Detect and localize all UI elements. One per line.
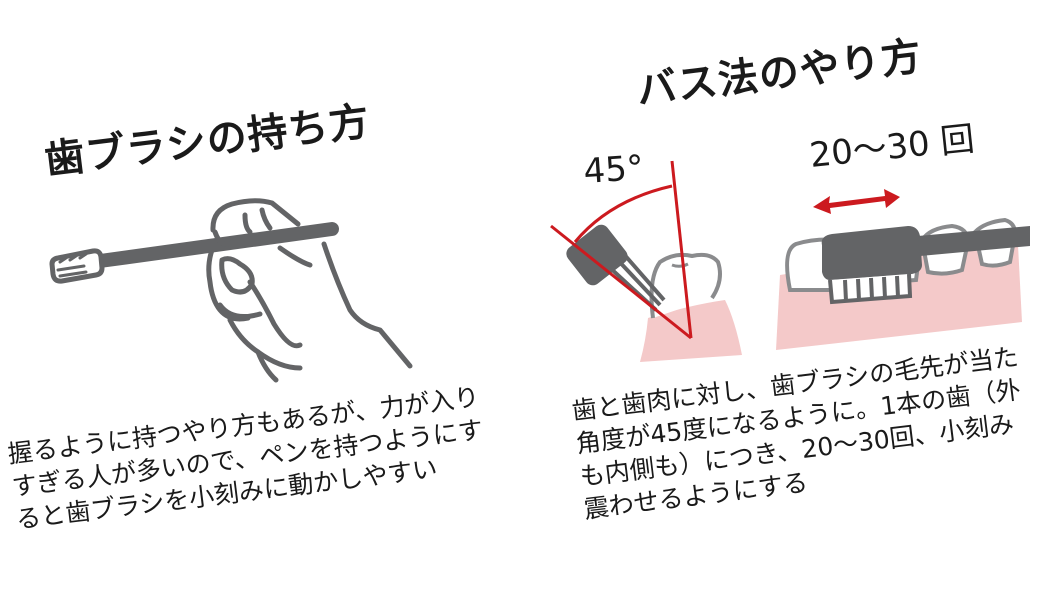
back-and-forth-arrow-icon (813, 189, 900, 214)
